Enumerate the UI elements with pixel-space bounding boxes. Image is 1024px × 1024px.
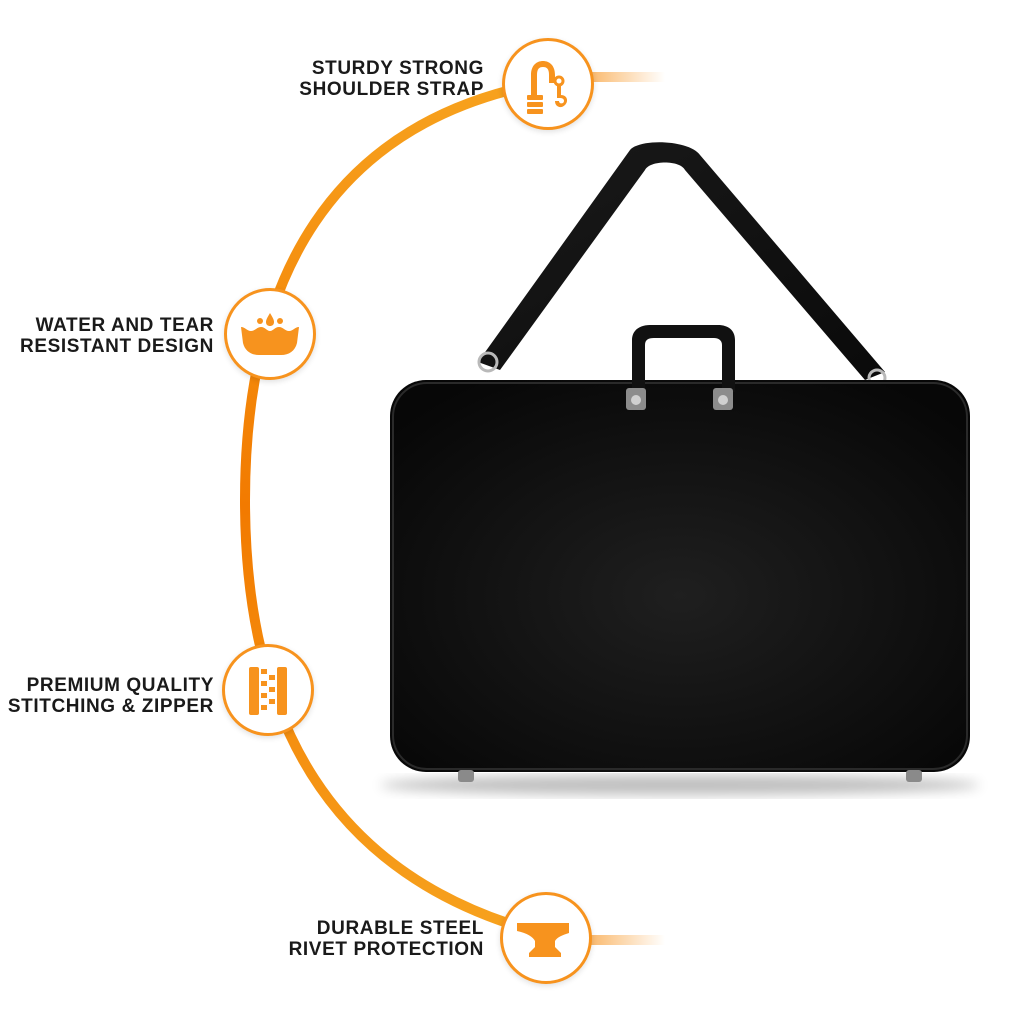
shoulder-strap: [478, 142, 885, 380]
feature-label-rivet: DURABLE STEEL RIVET PROTECTION: [289, 918, 484, 960]
feature-line1: WATER AND TEAR: [35, 315, 214, 336]
badge-water: [224, 288, 316, 380]
badge-strap: [502, 38, 594, 130]
feature-line1: PREMIUM QUALITY: [26, 675, 214, 696]
badge-stitching: [222, 644, 314, 736]
shoulder-strap-icon: [527, 61, 568, 114]
feature-line2: RIVET PROTECTION: [288, 939, 484, 960]
feature-line2: RESISTANT DESIGN: [20, 336, 214, 357]
trail-top: [560, 72, 665, 82]
feature-label-stitching: PREMIUM QUALITY STITCHING & ZIPPER: [8, 675, 214, 717]
zipper-icon: [249, 667, 287, 715]
feature-line2: STITCHING & ZIPPER: [7, 696, 214, 717]
feature-label-strap: STURDY STRONG SHOULDER STRAP: [299, 58, 484, 100]
feature-line2: SHOULDER STRAP: [299, 79, 484, 100]
trail-bottom: [560, 935, 665, 945]
anvil-icon: [517, 923, 569, 957]
water-basin-icon: [241, 313, 299, 355]
foot-right: [906, 770, 922, 782]
feature-line1: DURABLE STEEL: [316, 918, 484, 939]
feature-label-water: WATER AND TEAR RESISTANT DESIGN: [20, 315, 214, 357]
carry-handle: [632, 325, 735, 392]
feature-line1: STURDY STRONG: [311, 58, 484, 79]
foot-left: [458, 770, 474, 782]
bag-body: [390, 380, 970, 772]
arc-path: [239, 77, 553, 940]
badge-rivet: [500, 892, 592, 984]
